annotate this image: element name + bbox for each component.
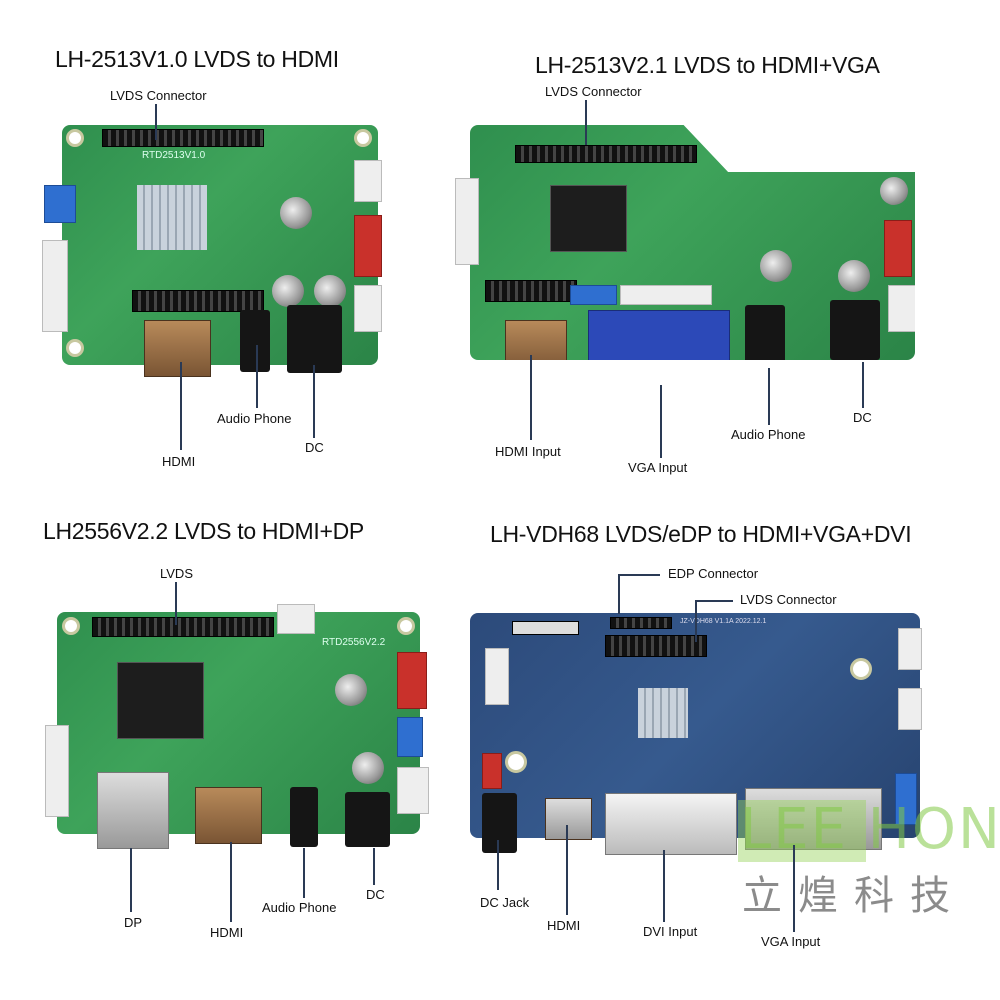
label-dc: DC bbox=[305, 440, 324, 455]
label-dvi-input: DVI Input bbox=[643, 924, 698, 939]
heat-sink bbox=[638, 688, 688, 738]
audio-jack bbox=[290, 787, 318, 847]
audio-jack bbox=[240, 310, 270, 372]
label-dp: DP bbox=[124, 915, 143, 930]
label-vga-input: VGA Input bbox=[761, 934, 821, 949]
pcb-board-1: RTD2513V1.0 bbox=[42, 125, 382, 377]
watermark-chinese: 立煌科技 bbox=[742, 873, 966, 919]
panel-2-title: LH-2513V2.1 LVDS to HDMI+VGA bbox=[535, 52, 880, 78]
pcb-board-3: RTD2556V2.2 bbox=[57, 604, 429, 849]
lvds-connector bbox=[515, 145, 697, 163]
dc-jack bbox=[287, 305, 342, 373]
board-silkscreen: RTD2556V2.2 bbox=[322, 637, 386, 648]
dvi-port bbox=[605, 793, 737, 855]
label-lvds-connector: LVDS Connector bbox=[545, 84, 642, 99]
dc-jack bbox=[345, 792, 390, 847]
pcb-board-2 bbox=[470, 125, 915, 360]
label-audio-phone: Audio Phone bbox=[262, 900, 337, 915]
label-lvds-connector: LVDS Connector bbox=[740, 592, 837, 607]
label-audio-phone: Audio Phone bbox=[731, 427, 806, 442]
dc-jack bbox=[830, 300, 880, 360]
lvds-connector bbox=[92, 617, 274, 637]
label-hdmi: HDMI bbox=[547, 918, 581, 933]
vga-port bbox=[745, 788, 882, 850]
board-silkscreen: JZ-VDH68 V1.1A 2022.12.1 bbox=[680, 618, 767, 625]
board-silkscreen: RTD2513V1.0 bbox=[142, 150, 206, 161]
label-hdmi-input: HDMI Input bbox=[495, 444, 561, 459]
hdmi-port bbox=[195, 787, 262, 844]
pcb-board-4: JZ-VDH68 V1.1A 2022.12.1 bbox=[470, 613, 922, 855]
panel-3-title: LH2556V2.2 LVDS to HDMI+DP bbox=[43, 518, 364, 544]
watermark-logo: LEE HON bbox=[740, 797, 1000, 862]
label-audio-phone: Audio Phone bbox=[217, 411, 292, 426]
label-edp-connector: EDP Connector bbox=[668, 566, 759, 581]
edp-connector bbox=[610, 617, 672, 629]
label-dc: DC bbox=[366, 887, 385, 902]
panel-4-title: LH-VDH68 LVDS/eDP to HDMI+VGA+DVI bbox=[490, 521, 912, 547]
label-lvds: LVDS bbox=[160, 566, 193, 581]
vga-port bbox=[588, 310, 730, 360]
label-hdmi: HDMI bbox=[162, 454, 196, 469]
hdmi-port bbox=[144, 320, 211, 377]
lvds-connector bbox=[605, 635, 707, 657]
heat-sink bbox=[137, 185, 207, 250]
hdmi-port bbox=[545, 798, 592, 840]
hdmi-port bbox=[505, 320, 567, 360]
label-dc-jack: DC Jack bbox=[480, 895, 530, 910]
dc-jack bbox=[482, 793, 517, 853]
label-lvds-connector: LVDS Connector bbox=[110, 88, 207, 103]
panel-1-title: LH-2513V1.0 LVDS to HDMI bbox=[55, 46, 339, 72]
main-chip bbox=[550, 185, 627, 252]
label-dc: DC bbox=[853, 410, 872, 425]
lvds-connector bbox=[102, 129, 264, 147]
label-hdmi: HDMI bbox=[210, 925, 244, 940]
label-vga-input: VGA Input bbox=[628, 460, 688, 475]
main-chip bbox=[117, 662, 204, 739]
dp-port bbox=[97, 772, 169, 849]
audio-jack bbox=[745, 305, 785, 360]
